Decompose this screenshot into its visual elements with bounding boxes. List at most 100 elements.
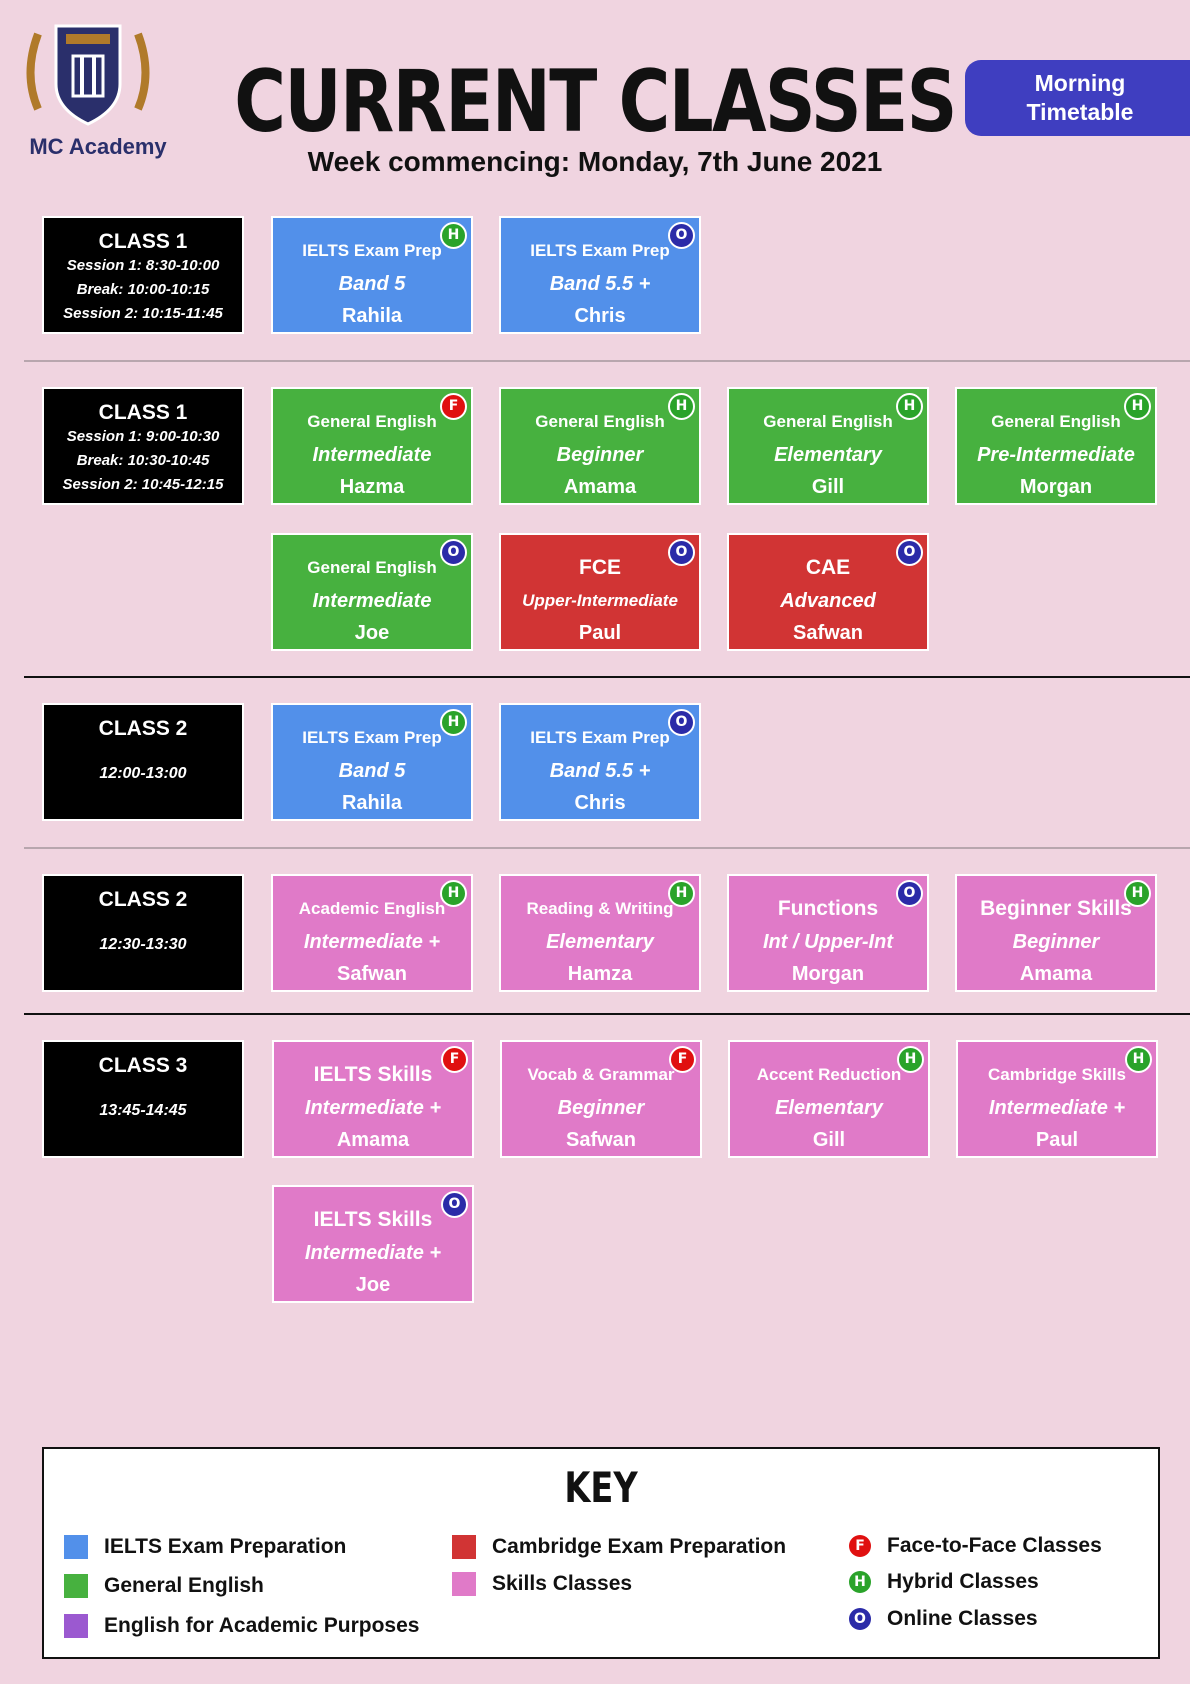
face-to-face-badge-icon: F [440, 393, 467, 420]
teacher-name: Safwan [336, 963, 408, 985]
course-level: Advanced [780, 590, 876, 612]
teacher-name: Safwan [792, 622, 864, 644]
online-badge-icon: O [440, 539, 467, 566]
tab-line-1: Morning [1034, 70, 1126, 96]
class-time: 12:30-13:30 [99, 936, 187, 953]
course-level: Beginner [1012, 931, 1100, 953]
divider [24, 847, 1190, 849]
class-card[interactable]: Academic English Intermediate + Safwan H [271, 874, 473, 992]
divider [24, 360, 1190, 362]
teacher-name: Hazma [339, 476, 405, 498]
key-item-skills: Skills Classes [452, 1572, 632, 1596]
course-level: Intermediate [312, 444, 432, 466]
teacher-name: Rahila [341, 792, 403, 814]
teacher-name: Joe [354, 622, 390, 644]
course-name: Cambridge Skills [988, 1065, 1126, 1084]
class-name: CLASS 1 [98, 230, 188, 253]
page-title: CURRENT CLASSES [234, 52, 957, 152]
course-level: Beginner [556, 444, 644, 466]
page-subtitle: Week commencing: Monday, 7th June 2021 [307, 146, 883, 177]
hybrid-badge-icon: H [440, 880, 467, 907]
key-item-general: General English [64, 1574, 264, 1598]
class-name: CLASS 3 [98, 1054, 188, 1077]
course-name: Beginner Skills [980, 897, 1132, 920]
online-badge-icon: O [849, 1608, 871, 1630]
red-swatch-icon [452, 1535, 476, 1559]
course-name: Accent Reduction [756, 1065, 902, 1084]
key-legend: KEY IELTS Exam Preparation General Engli… [42, 1447, 1160, 1659]
key-label: Cambridge Exam Preparation [492, 1535, 787, 1558]
course-name: IELTS Skills [313, 1208, 433, 1231]
course-level: Elementary [774, 444, 882, 466]
key-label: Face-to-Face Classes [887, 1534, 1102, 1557]
course-name: IELTS Exam Prep [530, 241, 670, 260]
course-name: IELTS Skills [313, 1063, 433, 1086]
face-to-face-badge-icon: F [669, 1046, 696, 1073]
class-card[interactable]: Vocab & Grammar Beginner Safwan F [500, 1040, 702, 1158]
class-card[interactable]: IELTS Skills Intermediate + Joe O [272, 1185, 474, 1303]
hybrid-badge-icon: H [440, 222, 467, 249]
key-item-face: F Face-to-Face Classes [849, 1534, 1102, 1558]
course-name: General English [763, 412, 893, 431]
course-level: Upper-Intermediate [522, 591, 678, 610]
class-card[interactable]: General English Intermediate Joe O [271, 533, 473, 651]
course-name: FCE [579, 556, 621, 579]
course-name: IELTS Exam Prep [302, 241, 442, 260]
break-time: Break: 10:00-10:15 [76, 281, 210, 298]
hybrid-badge-icon: H [668, 393, 695, 420]
key-item-ielts: IELTS Exam Preparation [64, 1535, 346, 1559]
course-level: Band 5 [338, 760, 406, 782]
hybrid-badge-icon: H [440, 709, 467, 736]
face-to-face-badge-icon: F [441, 1046, 468, 1073]
class-card[interactable]: General English Elementary Gill H [727, 387, 929, 505]
teacher-name: Hamza [567, 963, 633, 985]
class-card[interactable]: IELTS Skills Intermediate + Amama F [272, 1040, 474, 1158]
teacher-name: Gill [812, 1129, 846, 1151]
class-label-box: CLASS 2 12:00-13:00 [42, 703, 244, 821]
session-time: Session 1: 8:30-10:00 [66, 257, 220, 274]
class-card[interactable]: FCE Upper-Intermediate Paul O [499, 533, 701, 651]
class-card[interactable]: General English Intermediate Hazma F [271, 387, 473, 505]
teacher-name: Amama [563, 476, 637, 498]
key-item-cambridge: Cambridge Exam Preparation [452, 1535, 786, 1559]
teacher-name: Gill [811, 476, 845, 498]
class-card[interactable]: Beginner Skills Beginner Amama H [955, 874, 1157, 992]
hybrid-badge-icon: H [668, 880, 695, 907]
course-name: General English [991, 412, 1121, 431]
class-card[interactable]: IELTS Exam Prep Band 5.5 + Chris O [499, 216, 701, 334]
course-level: Beginner [557, 1097, 645, 1119]
divider [24, 676, 1190, 678]
class-card[interactable]: Cambridge Skills Intermediate + Paul H [956, 1040, 1158, 1158]
class-card[interactable]: IELTS Exam Prep Band 5 Rahila H [271, 216, 473, 334]
class-card[interactable]: Functions Int / Upper-Int Morgan O [727, 874, 929, 992]
session-time: Session 2: 10:15-11:45 [63, 305, 223, 322]
teacher-name: Paul [578, 622, 622, 644]
online-badge-icon: O [441, 1191, 468, 1218]
course-level: Elementary [775, 1097, 883, 1119]
class-card[interactable]: General English Beginner Amama H [499, 387, 701, 505]
tab-line-2: Timetable [1026, 99, 1134, 125]
teacher-name: Paul [1035, 1129, 1079, 1151]
hybrid-badge-icon: H [896, 393, 923, 420]
key-label: IELTS Exam Preparation [104, 1535, 347, 1558]
teacher-name: Amama [336, 1129, 410, 1151]
teacher-name: Morgan [791, 963, 865, 985]
hybrid-badge-icon: H [897, 1046, 924, 1073]
class-time: 12:00-13:00 [99, 765, 187, 782]
teacher-name: Joe [355, 1274, 391, 1296]
course-name: Academic English [298, 899, 446, 918]
class-card[interactable]: Reading & Writing Elementary Hamza H [499, 874, 701, 992]
key-label: Hybrid Classes [887, 1570, 1039, 1593]
key-item-eap: English for Academic Purposes [64, 1614, 419, 1638]
timetable-tab[interactable]: Morning Timetable [965, 60, 1190, 136]
class-label-box: CLASS 1 Session 1: 8:30-10:00 Break: 10:… [42, 216, 244, 334]
hybrid-badge-icon: H [849, 1571, 871, 1593]
class-card[interactable]: General English Pre-Intermediate Morgan … [955, 387, 1157, 505]
class-card[interactable]: CAE Advanced Safwan O [727, 533, 929, 651]
course-name: IELTS Exam Prep [530, 728, 670, 747]
class-card[interactable]: Accent Reduction Elementary Gill H [728, 1040, 930, 1158]
class-card[interactable]: IELTS Exam Prep Band 5 Rahila H [271, 703, 473, 821]
class-card[interactable]: IELTS Exam Prep Band 5.5 + Chris O [499, 703, 701, 821]
course-level: Intermediate [312, 590, 432, 612]
course-level: Intermediate + [988, 1097, 1126, 1119]
